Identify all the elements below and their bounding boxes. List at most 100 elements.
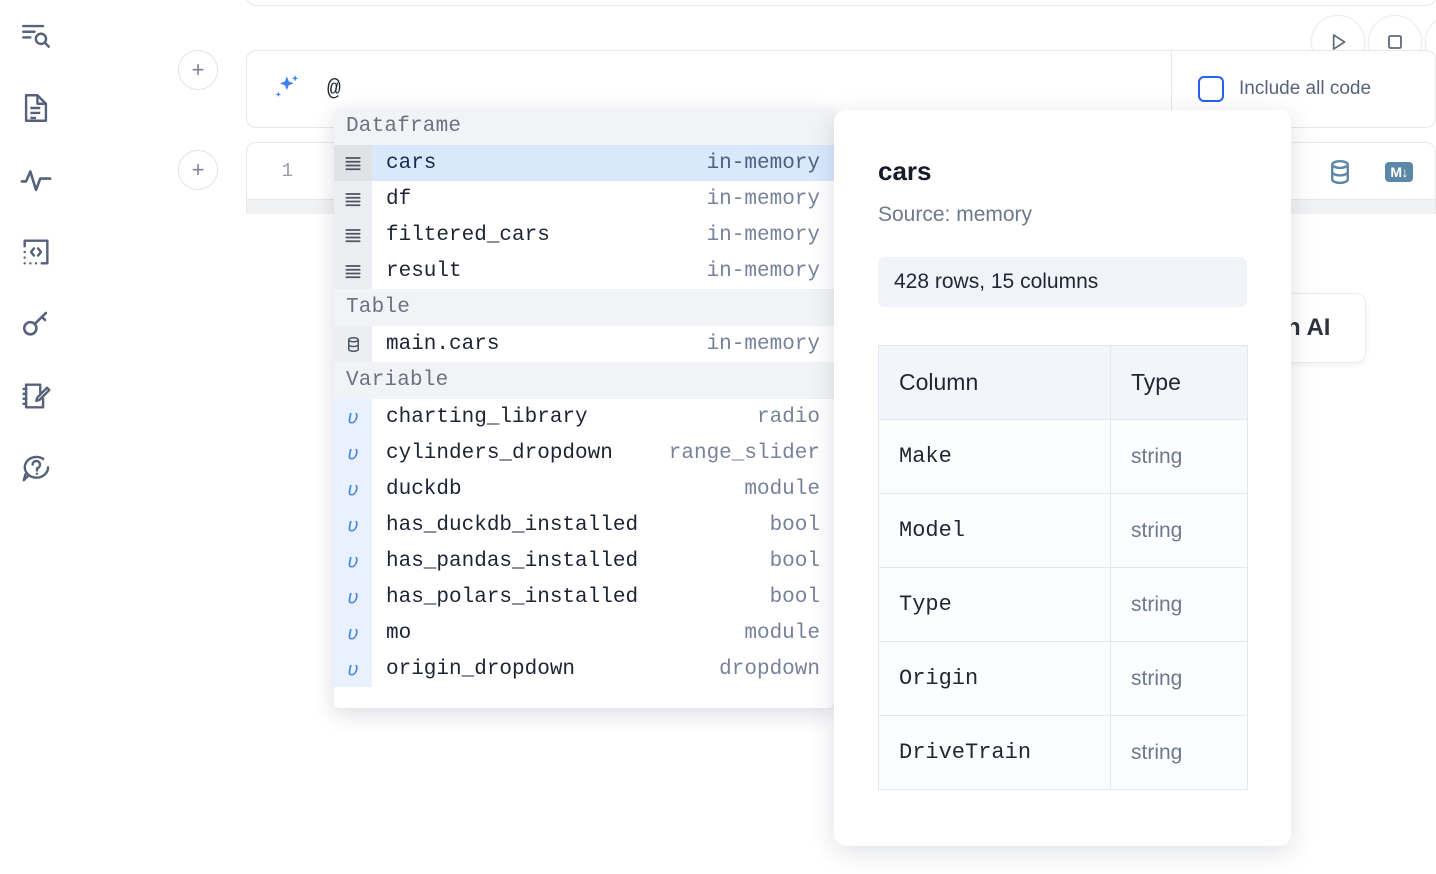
variable-icon: υ [334, 435, 372, 471]
autocomplete-item-type: module [744, 621, 820, 645]
column-type-cell: string [1110, 493, 1248, 568]
play-icon [1332, 34, 1346, 50]
autocomplete-item-name: filtered_cars [386, 223, 550, 247]
column-name-cell: Origin [878, 641, 1111, 716]
autocomplete-item-name: has_polars_installed [386, 585, 639, 609]
database-icon[interactable] [1325, 157, 1355, 187]
autocomplete-item-type: radio [756, 405, 820, 429]
search-outline-icon[interactable] [12, 12, 60, 60]
variable-icon: υ [334, 471, 372, 507]
dataframe-icon [334, 181, 372, 217]
add-cell-button-below[interactable]: + [178, 150, 218, 190]
autocomplete-item[interactable]: cars in-memory [334, 145, 834, 181]
help-chat-icon[interactable] [12, 444, 60, 492]
autocomplete-item-name: result [386, 259, 462, 283]
plus-icon: + [191, 157, 205, 182]
autocomplete-item-type: module [744, 477, 820, 501]
stop-square-icon [1388, 35, 1402, 49]
generate-with-ai-label: h AI [1286, 314, 1331, 341]
dataframe-icon [334, 217, 372, 253]
autocomplete-item[interactable]: υ cylinders_dropdown range_slider [334, 435, 834, 471]
markdown-icon[interactable]: M↓ [1385, 162, 1413, 182]
autocomplete-item[interactable]: df in-memory [334, 181, 834, 217]
autocomplete-item-name: df [386, 187, 412, 211]
variable-icon: υ [334, 615, 372, 651]
column-name-cell: Model [878, 493, 1111, 568]
autocomplete-item-type: range_slider [668, 441, 820, 465]
completion-doc-panel: cars Source: memory 428 rows, 15 columns… [834, 110, 1291, 846]
autocomplete-item-name: duckdb [386, 477, 462, 501]
autocomplete-item-name: cars [386, 151, 437, 175]
variable-icon: υ [334, 651, 372, 687]
doc-title: cars [878, 156, 932, 186]
autocomplete-item[interactable]: result in-memory [334, 253, 834, 289]
autocomplete-item[interactable]: filtered_cars in-memory [334, 217, 834, 253]
autocomplete-group-header: Variable [334, 362, 834, 399]
left-icon-rail [0, 0, 72, 874]
table-header-cell: Column [878, 345, 1111, 420]
previous-cell-partial [246, 0, 1436, 6]
autocomplete-item-type: bool [769, 513, 820, 537]
autocomplete-item[interactable]: main.cars in-memory [334, 326, 834, 362]
variable-icon: υ [334, 399, 372, 435]
add-cell-button-above[interactable]: + [178, 50, 218, 90]
autocomplete-item-name: charting_library [386, 405, 588, 429]
doc-shape-badge: 428 rows, 15 columns [878, 257, 1247, 307]
include-all-code-option[interactable]: Include all code [1171, 51, 1435, 127]
autocomplete-item-name: main.cars [386, 332, 500, 356]
autocomplete-item-name: cylinders_dropdown [386, 441, 613, 465]
column-type-cell: string [1110, 641, 1248, 716]
autocomplete-item-name: origin_dropdown [386, 657, 576, 681]
variable-icon: υ [334, 579, 372, 615]
column-name-cell: DriveTrain [878, 715, 1111, 790]
column-name-cell: Make [878, 419, 1111, 494]
key-icon[interactable] [12, 300, 60, 348]
autocomplete-item[interactable]: υ has_pandas_installed bool [334, 543, 834, 579]
plus-icon: + [191, 57, 205, 82]
autocomplete-item-name: has_duckdb_installed [386, 513, 639, 537]
dataframe-icon [334, 253, 372, 289]
include-all-code-label: Include all code [1239, 78, 1372, 99]
generate-with-ai-button[interactable]: h AI [1283, 293, 1366, 363]
autocomplete-group-header: Dataframe [334, 108, 834, 145]
scratchpad-icon[interactable] [12, 372, 60, 420]
cell-toolbar: M↓ [1325, 143, 1413, 201]
doc-source: Source: memory [878, 203, 1033, 226]
variable-icon: υ [334, 543, 372, 579]
column-type-cell: string [1110, 715, 1248, 790]
column-type-cell: string [1110, 567, 1248, 642]
autocomplete-item-type: in-memory [706, 259, 820, 283]
document-icon[interactable] [12, 84, 60, 132]
autocomplete-group-header: Table [334, 289, 834, 326]
autocomplete-item-name: has_pandas_installed [386, 549, 639, 573]
dataframe-icon [334, 145, 372, 181]
line-number: 1 [281, 160, 293, 182]
autocomplete-item[interactable]: υ charting_library radio [334, 399, 834, 435]
autocomplete-item-type: in-memory [706, 151, 820, 175]
table-icon [334, 326, 372, 362]
table-header-cell: Type [1110, 345, 1248, 420]
autocomplete-item-type: in-memory [706, 332, 820, 356]
autocomplete-item-name: mo [386, 621, 412, 645]
code-snippet-icon[interactable] [12, 228, 60, 276]
activity-icon[interactable] [12, 156, 60, 204]
include-all-code-checkbox[interactable] [1198, 76, 1224, 102]
sparkles-icon [275, 75, 299, 98]
autocomplete-item-type: bool [769, 549, 820, 573]
autocomplete-item-type: in-memory [706, 223, 820, 247]
autocomplete-item-type: in-memory [706, 187, 820, 211]
column-name-cell: Type [878, 567, 1111, 642]
